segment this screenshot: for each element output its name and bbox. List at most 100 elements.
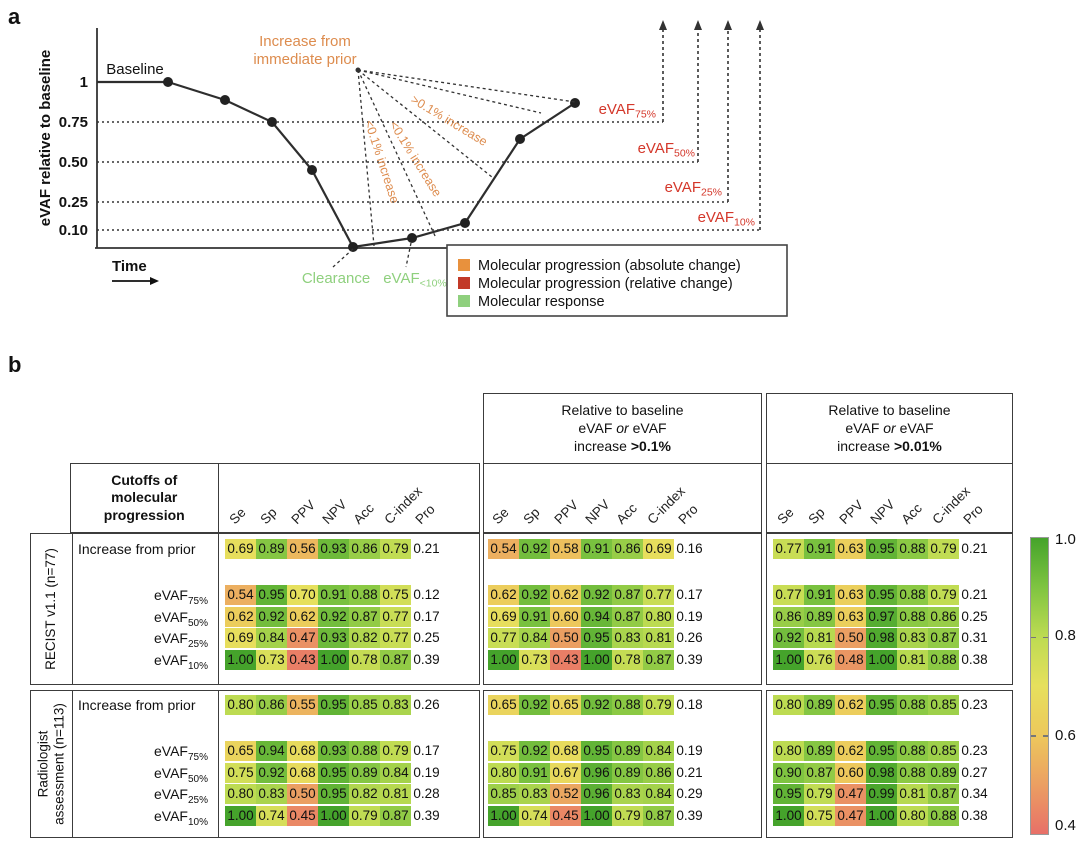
heatmap-cell: 0.76: [804, 650, 835, 670]
y-tick-label: 1: [80, 74, 88, 91]
heatmap-cell: 1.00: [866, 650, 897, 670]
heatmap-cell: 0.91: [519, 607, 550, 627]
heatmap-cell: 0.92: [519, 585, 550, 605]
legend-box: [446, 244, 788, 317]
heatmap-cell: 0.75: [804, 806, 835, 826]
heatmap-cell: 0.63: [835, 539, 866, 559]
heatmap-cell: 0.79: [349, 806, 380, 826]
group-title-line: increase >0.01%: [767, 437, 1012, 455]
heatmap-cell: 0.83: [256, 784, 287, 804]
heatmap-cell: 0.87: [643, 650, 674, 670]
heatmap-cell: 1.00: [318, 806, 349, 826]
heatmap-cell: 0.95: [866, 695, 897, 715]
row-label-subscript: 25%: [187, 794, 208, 806]
heatmap-cell: 0.84: [519, 628, 550, 648]
heatmap-cell: 0.87: [349, 607, 380, 627]
heatmap-cell: 0.89: [612, 763, 643, 783]
heatmap-cell: 0.69: [643, 539, 674, 559]
heatmap-cell: 0.84: [256, 628, 287, 648]
row-label-subscript: 50%: [187, 773, 208, 785]
pro-value-cell: 0.17: [413, 609, 440, 624]
heatmap-cell: 0.89: [256, 539, 287, 559]
heatmap-cell: 0.84: [643, 784, 674, 804]
heatmap-cell: 0.91: [519, 763, 550, 783]
section-label-line: RECIST v1.1 (n=77): [43, 548, 59, 670]
heatmap-cell: 0.79: [804, 784, 835, 804]
heatmap-cell: 0.95: [866, 741, 897, 761]
heatmap-cell: 0.63: [835, 585, 866, 605]
heatmap-cell: 0.80: [643, 607, 674, 627]
divider: [71, 691, 73, 837]
row-label-subscript: 75%: [187, 751, 208, 763]
baseline-label: Baseline: [106, 61, 164, 78]
heatmap-cell: 0.87: [928, 784, 959, 804]
heatmap-cell: 0.87: [380, 806, 411, 826]
section-box-left: [30, 533, 480, 685]
increase-annotation-text: Increase from: [259, 33, 351, 50]
heatmap-cell: 0.90: [773, 763, 804, 783]
heatmap-cell: 0.54: [225, 585, 256, 605]
heatmap-cell: 0.88: [612, 695, 643, 715]
heatmap-cell: 0.77: [380, 607, 411, 627]
colorbar-tick-label: 1.0: [1055, 531, 1076, 548]
data-point: [570, 98, 580, 108]
heatmap-cell: 0.91: [804, 539, 835, 559]
heatmap-cell: 0.65: [225, 741, 256, 761]
heatmap-cell: 0.80: [488, 763, 519, 783]
section-box-right: [766, 690, 1013, 838]
heatmap-cell: 0.82: [349, 628, 380, 648]
data-point: [515, 134, 525, 144]
heatmap-cell: 0.93: [318, 741, 349, 761]
heatmap-cell: 0.92: [519, 695, 550, 715]
heatmap-cell: 0.92: [581, 695, 612, 715]
heatmap-cell: 0.92: [318, 607, 349, 627]
heatmap-cell: 0.93: [318, 628, 349, 648]
cutoffs-header-line: progression: [103, 506, 185, 523]
heatmap-cell: 0.50: [550, 628, 581, 648]
heatmap-cell: 0.85: [349, 695, 380, 715]
col-header-pro: Pro: [960, 501, 986, 527]
heatmap-cell: 0.99: [866, 784, 897, 804]
heatmap-cell: 0.77: [488, 628, 519, 648]
heatmap-cell: 0.91: [581, 539, 612, 559]
heatmap-cell: 0.89: [804, 607, 835, 627]
colorbar-tick: [1043, 735, 1048, 737]
heatmap-cell: 0.83: [519, 784, 550, 804]
pro-value-cell: 0.26: [413, 697, 440, 712]
heatmap-cell: 0.74: [519, 806, 550, 826]
heatmap-cell: 0.88: [897, 607, 928, 627]
heatmap-cell: 0.80: [773, 741, 804, 761]
heatmap-cell: 0.81: [380, 784, 411, 804]
heatmap-cell: 0.79: [928, 539, 959, 559]
heatmap-cell: 1.00: [581, 650, 612, 670]
heatmap-cell: 0.79: [928, 585, 959, 605]
heatmap-cell: 0.87: [928, 628, 959, 648]
heatmap-cell: 0.95: [773, 784, 804, 804]
heatmap-cell: 0.68: [287, 741, 318, 761]
pro-value-cell: 0.25: [961, 609, 988, 624]
arrowhead-icon: [724, 20, 732, 30]
heatmap-cell: 0.45: [550, 806, 581, 826]
heatmap-cell: 0.94: [256, 741, 287, 761]
heatmap-cell: 0.94: [581, 607, 612, 627]
heatmap-cell: 0.75: [488, 741, 519, 761]
col-header-se: Se: [489, 504, 512, 527]
heatmap-cell: 0.92: [519, 539, 550, 559]
heatmap-cell: 0.89: [928, 763, 959, 783]
pro-value-cell: 0.39: [413, 652, 440, 667]
heatmap-cell: 0.86: [612, 539, 643, 559]
heatmap-cell: 0.89: [612, 741, 643, 761]
pro-value-cell: 0.18: [676, 697, 703, 712]
heatmap-cell: 1.00: [866, 806, 897, 826]
heatmap-cell: 0.81: [897, 650, 928, 670]
heatmap-cell: 0.86: [928, 607, 959, 627]
heatmap-cell: 0.87: [643, 806, 674, 826]
row-label: eVAF75%: [154, 743, 208, 763]
heatmap-cell: 1.00: [773, 650, 804, 670]
group-title-line: eVAF or eVAF: [767, 419, 1012, 437]
